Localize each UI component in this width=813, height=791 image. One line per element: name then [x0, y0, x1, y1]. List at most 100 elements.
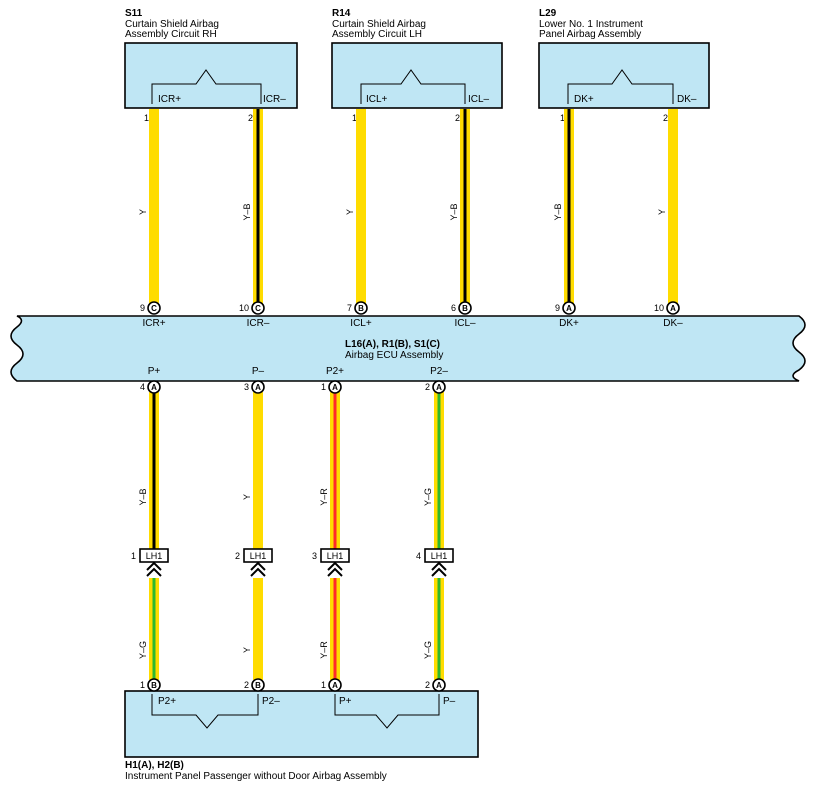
wire-lower-2-color-label: Y [242, 647, 252, 653]
ecu-top-terminal-5-circle [562, 301, 576, 315]
h1-inner-circuit-a [334, 694, 440, 729]
r14-terminal-minus: ICL– [468, 94, 490, 105]
wire-upper-2-base [253, 392, 263, 549]
r14-desc-2: Assembly Circuit LH [332, 29, 422, 40]
wire-top-1-color-label: Y [138, 209, 148, 215]
ecu-bottom-terminal-1-pin-number: 4 [140, 382, 145, 392]
wire-upper-2: Y [242, 392, 263, 549]
wire-top-6: Y [657, 109, 678, 304]
h1-terminal-4-pin-number: 2 [425, 680, 430, 690]
h1-terminal-3: A1 [321, 678, 342, 692]
ecu-top-terminal-5-pin-number: 9 [555, 303, 560, 313]
h1-terminal-1-circle [147, 678, 161, 692]
wire-top-4-color-label: Y–B [449, 203, 459, 220]
r14-code: R14 [332, 8, 351, 19]
component-r14: R14 Curtain Shield Airbag Assembly Circu… [331, 8, 503, 123]
wire-top-3: Y [345, 109, 366, 304]
wire-top-3-base [356, 109, 366, 304]
ecu-bottom-terminal-3-circle [328, 380, 342, 394]
ecu-bottom-terminal-2-circle [251, 380, 265, 394]
l29-terminal-plus: DK+ [574, 94, 594, 105]
ecu-top-terminal-4-pin-number: 6 [451, 303, 456, 313]
ecu-bottom-terminal-3-pin-number: 1 [321, 382, 326, 392]
ecu-top-terminal-1-connector-letter: C [151, 304, 157, 313]
component-airbag-ecu: L16(A), R1(B), S1(C) Airbag ECU Assembly [10, 315, 806, 382]
junction-lh1-1-chevron-icon [146, 561, 162, 577]
ecu-top-terminal-6-connector-letter: A [670, 304, 676, 313]
h1-terminal-1: B1 [140, 678, 161, 692]
wire-lower-3: Y–R [319, 578, 340, 680]
wire-lower-4: Y–G [423, 578, 444, 680]
junction-lh1-4-chevron-icon [431, 561, 447, 577]
l29-pin-plus: 1 [560, 113, 565, 123]
junction-lh1-4: LH1 4 [416, 548, 454, 577]
s11-pin-minus: 2 [248, 113, 253, 123]
wire-lower-4-stripe [437, 578, 441, 680]
r14-desc-1: Curtain Shield Airbag [332, 19, 426, 30]
ecu-bottom-terminal-2-connector-letter: A [255, 383, 261, 392]
ecu-bottom-terminal-4: A2 [425, 380, 446, 394]
h1-name: Instrument Panel Passenger without Door … [125, 771, 387, 782]
junction-lh1-4-pin: 4 [416, 551, 421, 561]
wires-lower-group: Y–G Y Y–R Y–G [138, 578, 444, 680]
ecu-bottom-terminal-4-connector-letter: A [436, 383, 442, 392]
r14-terminal-plus: ICL+ [366, 94, 388, 105]
h1-terminal-2: B2 [244, 678, 265, 692]
ecu-top-terminal-4-circle [458, 301, 472, 315]
ecu-bottom-terminal-3-connector-letter: A [332, 383, 338, 392]
s11-pin-plus: 1 [144, 113, 149, 123]
ecu-top-terminal-2-connector-letter: C [255, 304, 261, 313]
s11-desc-2: Assembly Circuit RH [125, 29, 217, 40]
h1-terminal-label-1: P2+ [158, 696, 176, 707]
h1-terminal-4-circle [432, 678, 446, 692]
wire-top-2-stripe [256, 109, 260, 304]
wire-top-2-color-label: Y–B [242, 203, 252, 220]
h1-terminal-label-3: P+ [339, 696, 352, 707]
wire-upper-3-stripe [333, 392, 337, 549]
ecu-bottom-label-3: P2+ [326, 366, 344, 377]
ecu-top-terminal-3-connector-letter: B [358, 304, 364, 313]
l29-terminal-minus: DK– [677, 94, 697, 105]
ecu-bottom-label-1: P+ [148, 366, 161, 377]
ecu-top-terminal-6-circle [666, 301, 680, 315]
ecu-bottom-label-4: P2– [430, 366, 448, 377]
ecu-top-terminal-2: C 10 [239, 301, 265, 315]
ecu-name: Airbag ECU Assembly [345, 350, 443, 361]
ecu-bottom-terminal-4-circle [432, 380, 446, 394]
wire-lower-1-color-label: Y–G [138, 641, 148, 659]
ecu-bottom-terminal-1-circle [147, 380, 161, 394]
ecu-top-terminal-2-pin-number: 10 [239, 303, 249, 313]
h1-terminal-3-connector-letter: A [332, 681, 338, 690]
ecu-top-terminal-6: A10 [654, 301, 680, 315]
ecu-top-terminal-3: B7 [347, 301, 368, 315]
h1-terminal-4: A2 [425, 678, 446, 692]
h1-terminal-label-2: P2– [262, 696, 280, 707]
ecu-top-label-6: DK– [663, 318, 683, 329]
h1-terminal-label-4: P– [443, 696, 456, 707]
l29-inner-circuit [567, 69, 674, 104]
l29-code: L29 [539, 8, 557, 19]
wire-lower-3-stripe [333, 578, 337, 680]
h1-terminal-2-connector-letter: B [255, 681, 261, 690]
junction-lh1-1-pin: 1 [131, 551, 136, 561]
junction-lh1-4-label: LH1 [431, 551, 448, 561]
wire-top-1: Y [138, 109, 159, 304]
h1-code: H1(A), H2(B) [125, 760, 184, 771]
wire-lower-1: Y–G [138, 578, 159, 680]
wire-top-6-base [668, 109, 678, 304]
component-s11: S11 Curtain Shield Airbag Assembly Circu… [124, 8, 298, 123]
component-h1: H1(A), H2(B) Instrument Panel Passenger … [124, 690, 479, 782]
ecu-bottom-terminal-1: A4 [140, 380, 161, 394]
junction-lh1-2-chevron-icon [250, 561, 266, 577]
l29-body [538, 42, 710, 109]
ecu-top-terminal-1-pin-number: 9 [140, 303, 145, 313]
ecu-top-label-2: ICR– [247, 318, 270, 329]
wire-upper-4: Y–G [423, 392, 444, 549]
r14-inner-circuit [360, 69, 466, 104]
ecu-top-label-4: ICL– [454, 318, 476, 329]
